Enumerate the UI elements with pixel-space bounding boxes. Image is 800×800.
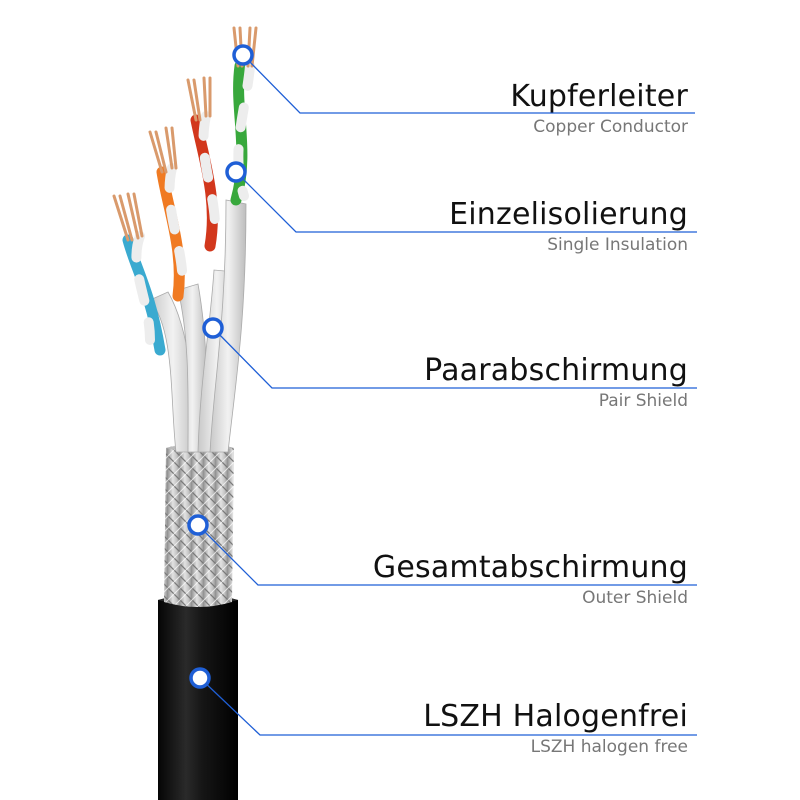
leader-line-gesamtabschirmung bbox=[197, 524, 697, 586]
label-paarabschirmung: Paarabschirmung Pair Shield bbox=[424, 354, 688, 412]
label-en: LSZH halogen free bbox=[530, 737, 688, 757]
marker-dot-kupferleiter bbox=[232, 44, 254, 66]
label-en: Outer Shield bbox=[582, 588, 688, 608]
jacket-layer bbox=[158, 594, 238, 800]
marker-dot-lszh bbox=[189, 667, 211, 689]
leader-line-lszh bbox=[199, 677, 697, 736]
label-einzelisolierung: Einzelisolierung Single Insulation bbox=[449, 198, 688, 256]
label-de: Einzelisolierung bbox=[449, 197, 688, 232]
marker-dot-einzelisolierung bbox=[225, 161, 247, 183]
pair-shield-layer bbox=[149, 199, 247, 453]
twisted-pairs bbox=[122, 60, 255, 356]
label-kupferleiter: Kupferleiter Copper Conductor bbox=[510, 80, 688, 138]
label-en: Single Insulation bbox=[547, 235, 688, 255]
label-de: Paarabschirmung bbox=[424, 353, 688, 388]
label-de: Kupferleiter bbox=[510, 79, 688, 114]
marker-dot-paarabschirmung bbox=[202, 317, 224, 339]
leader-line-kupferleiter bbox=[242, 54, 695, 114]
label-gesamtabschirmung: Gesamtabschirmung Outer Shield bbox=[373, 551, 688, 609]
label-de: LSZH Halogenfrei bbox=[423, 699, 688, 734]
label-de: Gesamtabschirmung bbox=[372, 550, 688, 585]
leader-line-paarabschirmung bbox=[212, 327, 697, 389]
copper-conductors bbox=[112, 26, 258, 242]
leader-line-einzelisolierung bbox=[235, 171, 697, 233]
label-lszh: LSZH Halogenfrei LSZH halogen free bbox=[423, 700, 688, 758]
label-en: Pair Shield bbox=[598, 391, 688, 411]
label-en: Copper Conductor bbox=[533, 117, 688, 137]
leader-lines bbox=[197, 54, 697, 736]
marker-dots bbox=[187, 44, 254, 689]
marker-dot-gesamtabschirmung bbox=[187, 514, 209, 536]
